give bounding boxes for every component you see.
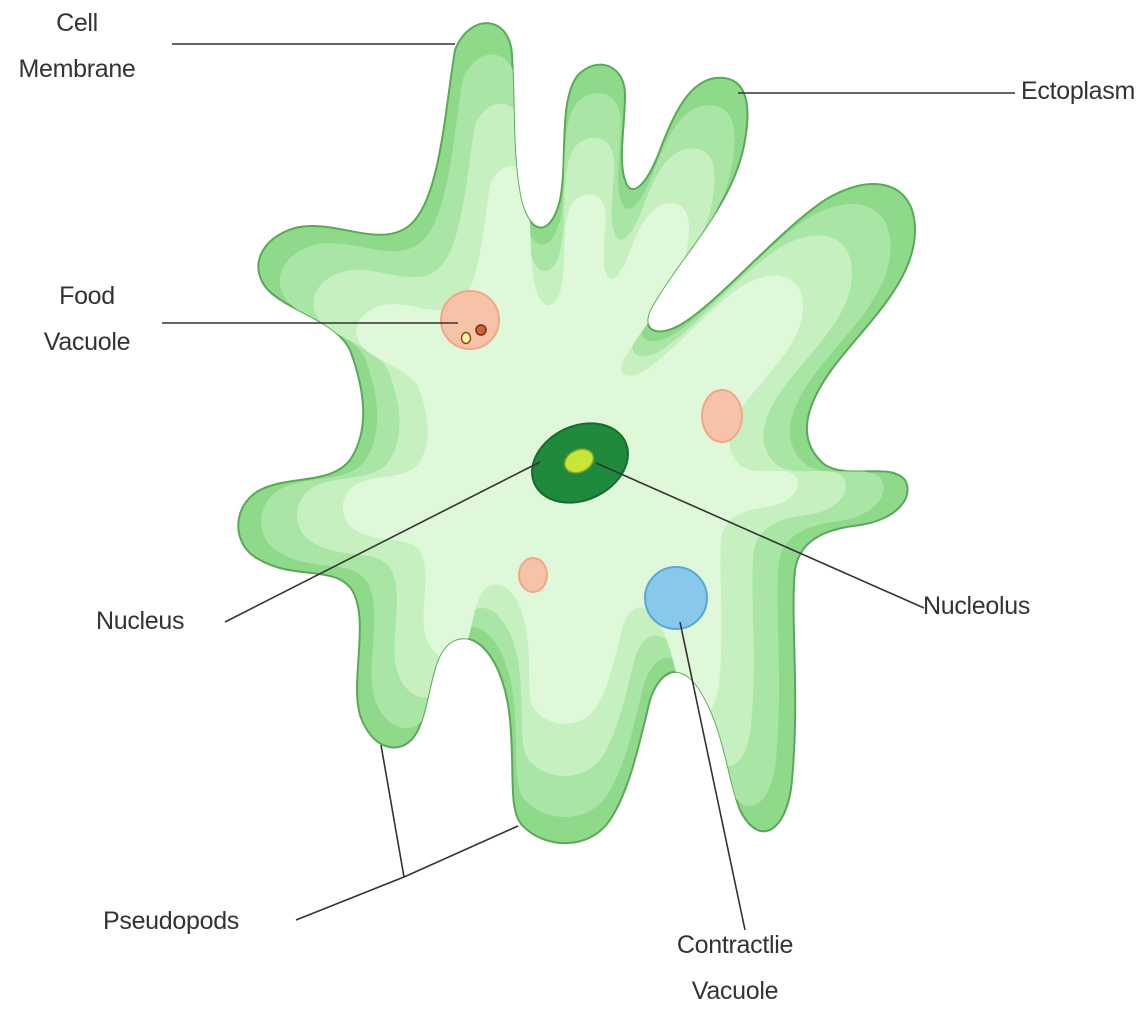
label-nucleolus: Nucleolus xyxy=(923,583,1030,629)
label-food-vacuole-line2: Vacuole xyxy=(22,319,152,365)
leader-pseudopods-2 xyxy=(404,826,518,877)
label-cell-membrane: Cell Membrane xyxy=(2,0,152,92)
food-vacuole-small-right xyxy=(702,390,742,442)
label-nucleus: Nucleus xyxy=(96,598,184,644)
label-contractile-vacuole-line1: Contractlie xyxy=(660,922,810,968)
label-contractile-vacuole: Contractlie Vacuole xyxy=(660,922,810,1014)
label-pseudopods: Pseudopods xyxy=(103,898,239,944)
label-cell-membrane-line1: Cell xyxy=(2,0,152,46)
label-cell-membrane-line2: Membrane xyxy=(2,46,152,92)
food-vacuole xyxy=(441,291,499,349)
contractile-vacuole xyxy=(645,567,707,629)
label-ectoplasm: Ectoplasm xyxy=(1021,68,1135,114)
food-vacuole-small-left xyxy=(519,558,547,592)
leader-pseudopods xyxy=(296,745,404,920)
label-food-vacuole: Food Vacuole xyxy=(22,273,152,365)
label-contractile-vacuole-line2: Vacuole xyxy=(660,968,810,1014)
label-food-vacuole-line1: Food xyxy=(22,273,152,319)
